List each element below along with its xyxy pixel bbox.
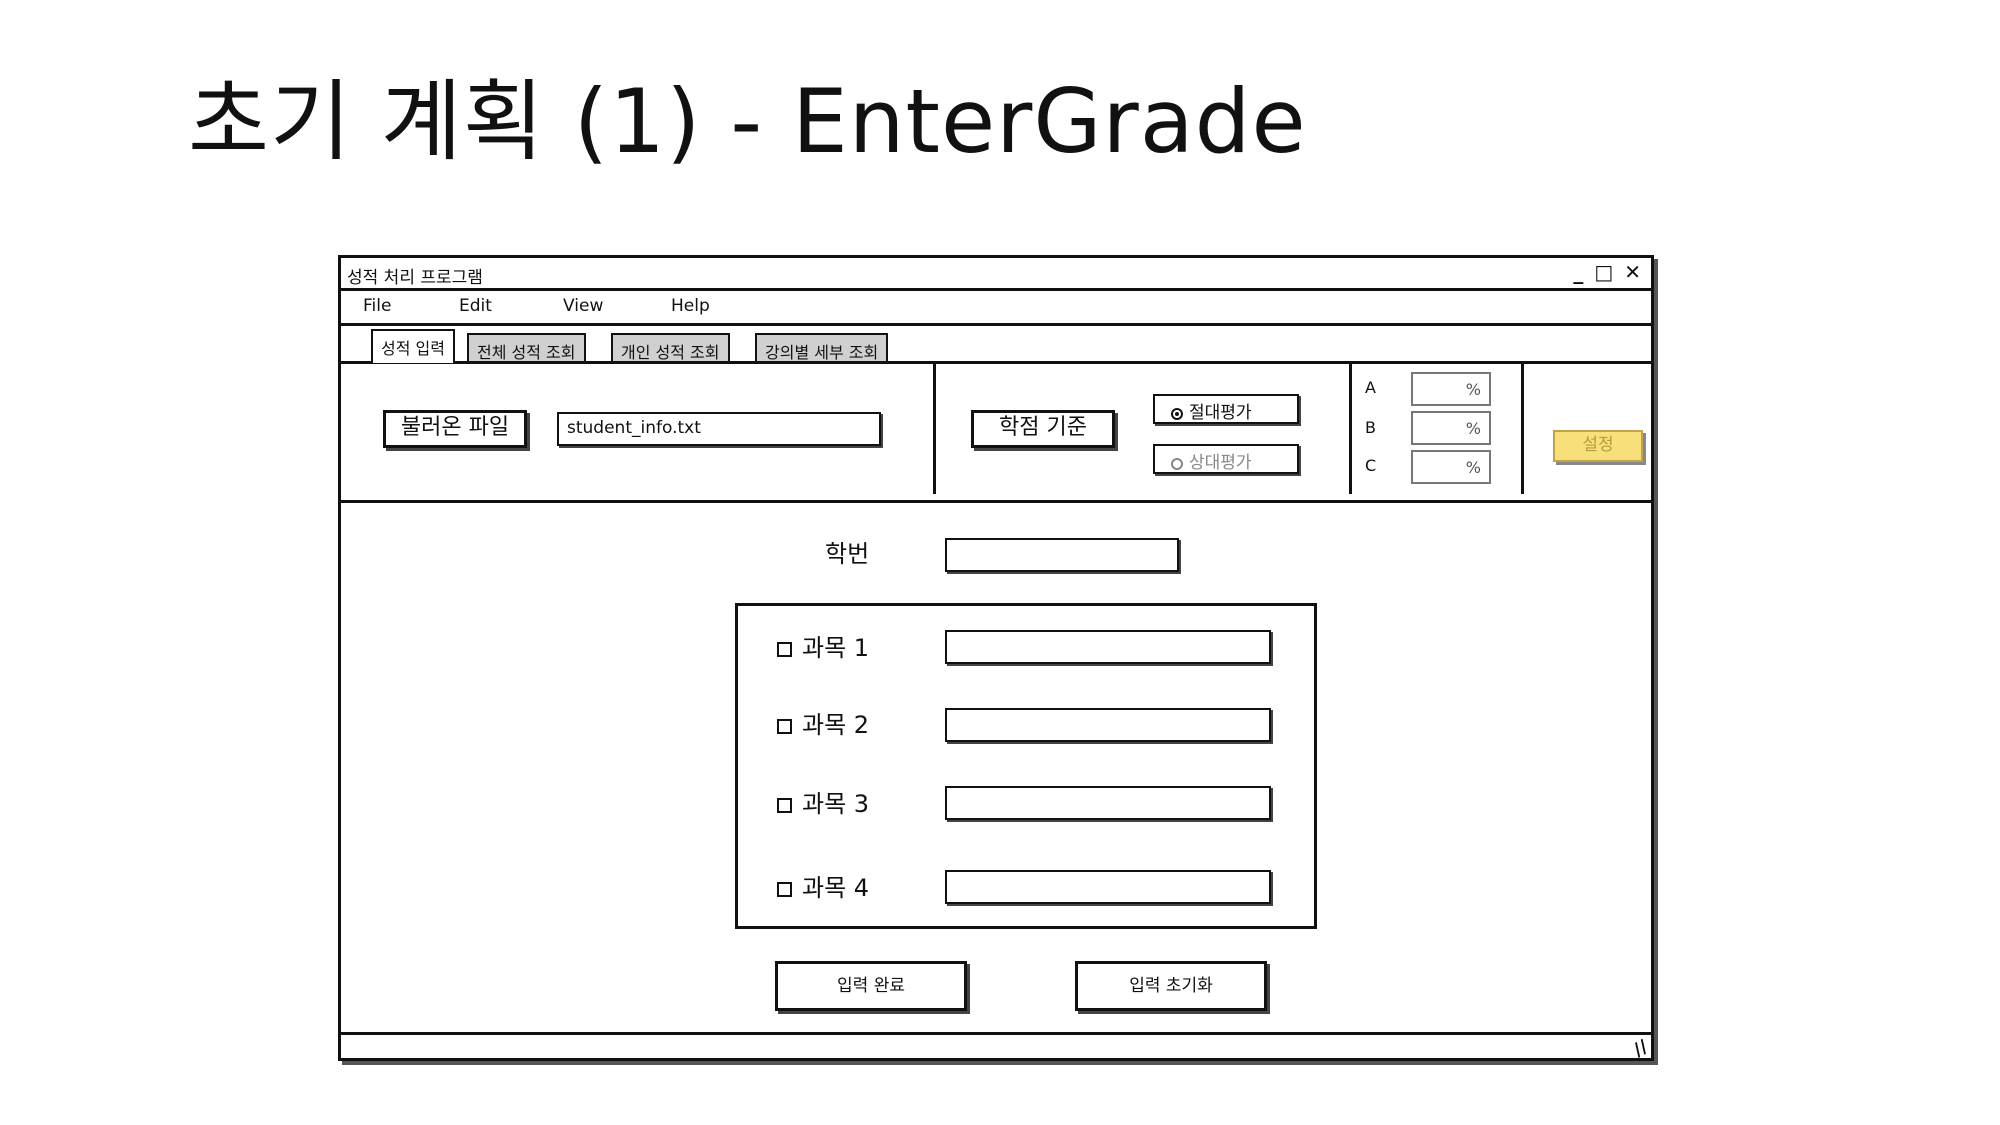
menu-bar: File Edit View Help: [341, 288, 1651, 326]
resize-grip-icon[interactable]: //: [1629, 1036, 1652, 1061]
grading-criteria-button[interactable]: 학점 기준: [971, 410, 1115, 448]
relative-grading-radio[interactable]: 상대평가: [1153, 444, 1299, 474]
radio-unselected-icon: [1171, 458, 1183, 470]
radio-selected-icon: [1171, 408, 1183, 420]
absolute-grading-label: 절대평가: [1189, 403, 1252, 423]
subject-3-checkbox[interactable]: 과목 3: [777, 784, 869, 819]
tab-course-details[interactable]: 강의별 세부 조회: [755, 333, 889, 363]
menu-view[interactable]: View: [563, 296, 604, 316]
submit-entry-button[interactable]: 입력 완료: [775, 961, 967, 1011]
subject-1-input[interactable]: [945, 630, 1271, 664]
subject-1-label: 과목 1: [802, 634, 870, 662]
grade-a-label: A: [1365, 378, 1376, 397]
subjects-group: [735, 603, 1317, 929]
subject-3-label: 과목 3: [802, 790, 870, 818]
relative-grading-label: 상대평가: [1189, 453, 1252, 473]
subject-2-input[interactable]: [945, 708, 1271, 742]
tab-personal-grades[interactable]: 개인 성적 조회: [611, 333, 730, 363]
setting-button[interactable]: 설정: [1553, 430, 1643, 462]
student-id-input[interactable]: [945, 538, 1179, 572]
subject-4-input[interactable]: [945, 870, 1271, 904]
menu-edit[interactable]: Edit: [459, 296, 492, 316]
grade-c-percent-input[interactable]: %: [1411, 450, 1491, 484]
panel-divider: [1521, 364, 1524, 494]
window-controls-icon[interactable]: _ □ ✕: [1573, 260, 1643, 284]
slide-title: 초기 계획 (1) - EnterGrade: [188, 70, 1307, 173]
tab-bar: 성적 입력 전체 성적 조회 개인 성적 조회 강의별 세부 조회: [341, 323, 1651, 363]
subject-1-checkbox[interactable]: 과목 1: [777, 628, 869, 663]
grade-b-percent-input[interactable]: %: [1411, 411, 1491, 445]
settings-panel: 불러온 파일 student_info.txt 학점 기준 절대평가 상대평가 …: [341, 361, 1651, 503]
menu-file[interactable]: File: [363, 296, 392, 316]
tab-grade-entry[interactable]: 성적 입력: [371, 329, 455, 363]
grade-a-percent-input[interactable]: %: [1411, 372, 1491, 406]
grade-b-label: B: [1365, 418, 1376, 437]
app-window: 성적 처리 프로그램 _ □ ✕ File Edit View Help 성적 …: [338, 255, 1654, 1061]
checkbox-icon: [777, 798, 792, 813]
status-bar: //: [341, 1032, 1651, 1061]
loaded-file-field[interactable]: student_info.txt: [557, 412, 881, 446]
panel-divider: [933, 364, 936, 494]
checkbox-icon: [777, 642, 792, 657]
window-title: 성적 처리 프로그램: [347, 268, 483, 288]
subject-3-input[interactable]: [945, 786, 1271, 820]
subject-2-label: 과목 2: [802, 711, 870, 739]
reset-entry-button[interactable]: 입력 초기화: [1075, 961, 1267, 1011]
student-id-label: 학번: [825, 540, 870, 568]
tab-all-grades[interactable]: 전체 성적 조회: [467, 333, 586, 363]
panel-divider: [1349, 364, 1352, 494]
menu-help[interactable]: Help: [671, 296, 710, 316]
subject-2-checkbox[interactable]: 과목 2: [777, 705, 869, 740]
checkbox-icon: [777, 719, 792, 734]
subject-4-label: 과목 4: [802, 874, 870, 902]
window-titlebar: 성적 처리 프로그램 _ □ ✕: [341, 258, 1651, 288]
absolute-grading-radio[interactable]: 절대평가: [1153, 394, 1299, 424]
checkbox-icon: [777, 882, 792, 897]
subject-4-checkbox[interactable]: 과목 4: [777, 868, 869, 903]
grade-c-label: C: [1365, 456, 1377, 475]
loaded-file-button[interactable]: 불러온 파일: [383, 410, 527, 448]
